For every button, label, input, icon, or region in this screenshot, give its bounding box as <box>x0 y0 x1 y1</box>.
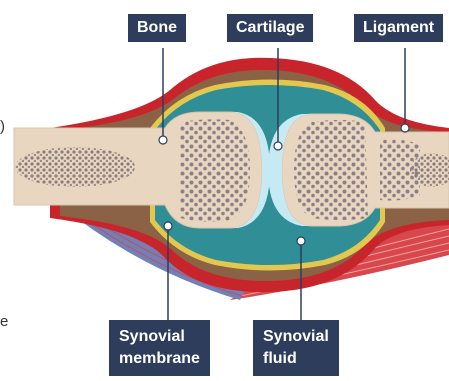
label-ligament: Ligament <box>354 14 443 42</box>
marker-bone <box>159 136 167 144</box>
edge-fragment-top: ) <box>0 118 5 135</box>
edge-fragment-bottom: e <box>0 313 8 330</box>
label-synovial-fluid-line1: Synovial <box>263 326 329 348</box>
marker-synovial-fluid <box>297 237 305 245</box>
label-bone: Bone <box>128 14 186 42</box>
right-bone-spongy <box>294 120 368 220</box>
marker-synovial-membrane <box>164 222 172 230</box>
label-synovial-fluid-line2: fluid <box>263 348 329 370</box>
left-bone-spongy <box>180 119 250 221</box>
right-bone-spongy-outer <box>380 140 420 201</box>
label-synovial-membrane-line2: membrane <box>119 348 200 370</box>
label-cartilage: Cartilage <box>227 14 313 42</box>
label-synovial-fluid: Synovial fluid <box>253 320 339 376</box>
marker-cartilage <box>274 142 282 150</box>
left-bone-marrow <box>15 147 135 187</box>
label-synovial-membrane-line1: Synovial <box>119 326 200 348</box>
marker-ligament <box>401 124 409 132</box>
label-synovial-membrane: Synovial membrane <box>109 320 210 376</box>
